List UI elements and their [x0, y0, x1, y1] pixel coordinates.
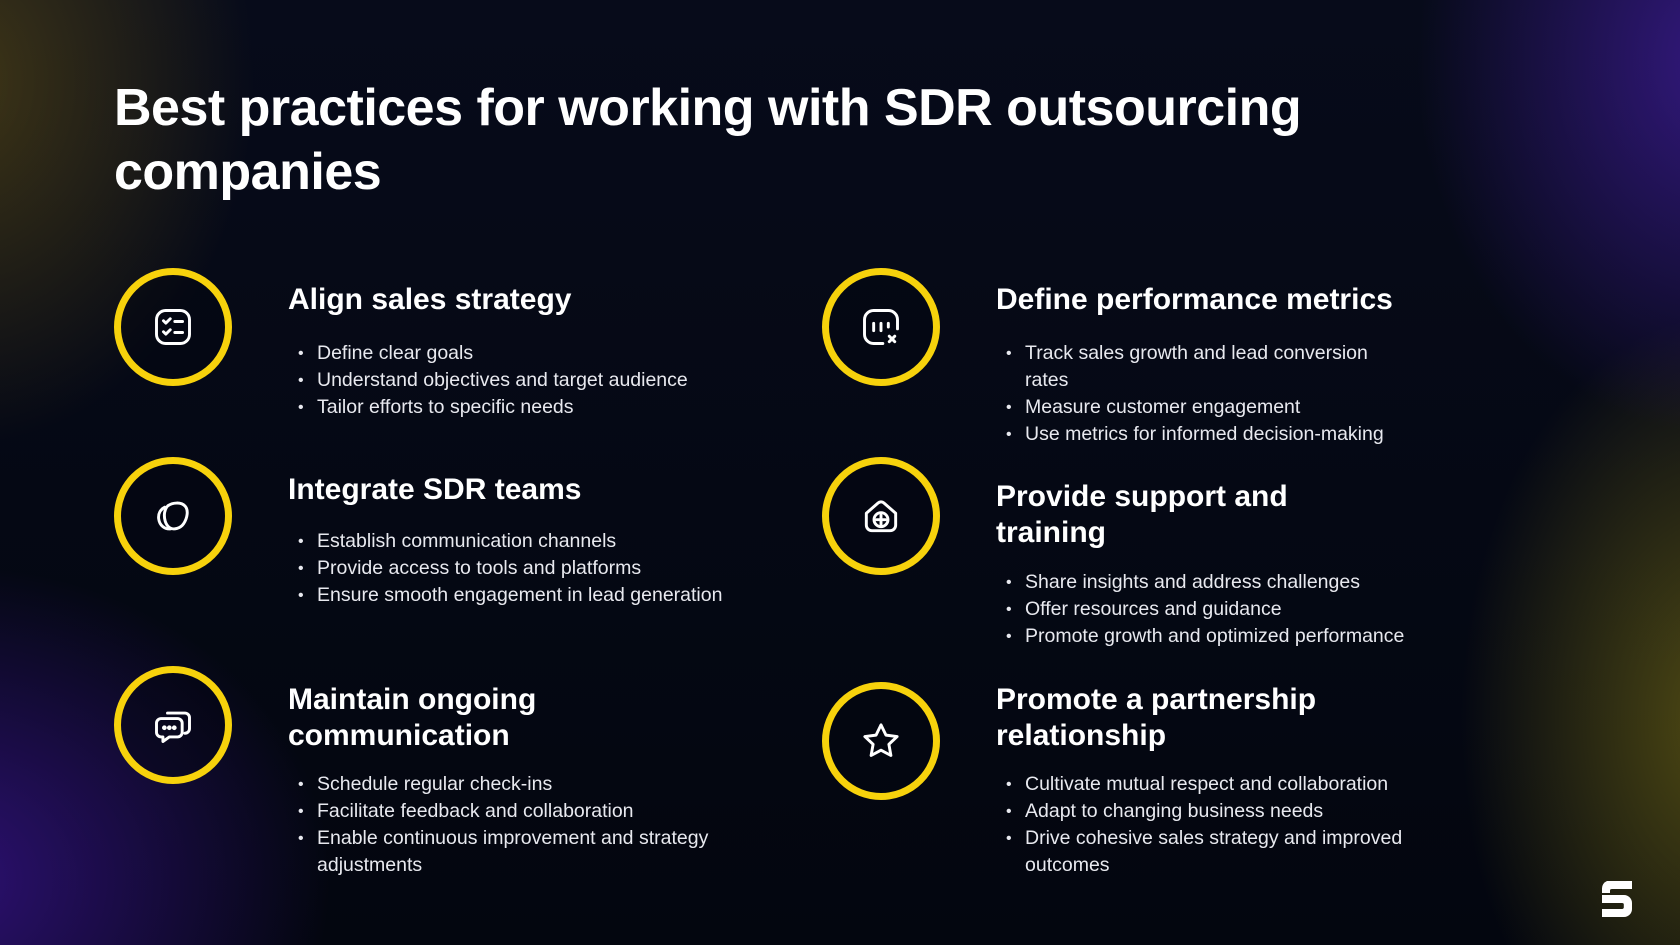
practice-card-promote-partnership-relationship: Promote a partnership relationship Culti…: [822, 682, 1422, 882]
practice-bullet: Adapt to changing business needs: [996, 798, 1416, 825]
practice-bullet-list: Define clear goals Understand objectives…: [288, 340, 728, 421]
practice-bullet: Schedule regular check-ins: [288, 771, 728, 798]
star-icon: [822, 682, 940, 800]
practice-card-maintain-ongoing-communication: Maintain ongoing communication Schedule …: [114, 666, 714, 886]
metrics-chart-icon: [822, 268, 940, 386]
practice-bullet: Provide access to tools and platforms: [288, 555, 728, 582]
practice-heading: Define performance metrics: [996, 283, 1393, 316]
support-box-icon: [822, 457, 940, 575]
practice-bullet: Ensure smooth engagement in lead generat…: [288, 582, 728, 609]
practice-bullet: Share insights and address challenges: [996, 569, 1456, 596]
brand-s-logo-icon: [1600, 880, 1634, 918]
practice-card-integrate-sdr-teams: Integrate SDR teams Establish communicat…: [114, 457, 722, 637]
practice-bullet: Cultivate mutual respect and collaborati…: [996, 771, 1416, 798]
practice-heading: Promote a partnership relationship: [996, 683, 1317, 752]
practice-bullet-list: Establish communication channels Provide…: [288, 528, 728, 609]
practice-bullet: Establish communication channels: [288, 528, 728, 555]
checklist-icon: [114, 268, 232, 386]
practice-bullet-list: Track sales growth and lead conversion r…: [996, 340, 1416, 448]
practice-heading: Provide support and training: [996, 480, 1288, 549]
practice-bullet: Understand objectives and target audienc…: [288, 367, 728, 394]
practice-bullet: Use metrics for informed decision-making: [996, 421, 1416, 448]
practice-bullet: Facilitate feedback and collaboration: [288, 798, 728, 825]
practice-bullet: Track sales growth and lead conversion r…: [996, 340, 1416, 394]
practice-bullet-list: Schedule regular check-ins Facilitate fe…: [288, 771, 728, 879]
overlapping-shapes-icon: [114, 457, 232, 575]
practice-bullet-list: Cultivate mutual respect and collaborati…: [996, 771, 1416, 879]
practice-heading: Maintain ongoing communication: [288, 683, 537, 752]
practice-card-provide-support-and-training: Provide support and training Share insig…: [822, 457, 1422, 657]
practice-bullet: Tailor efforts to specific needs: [288, 394, 728, 421]
practice-bullet: Offer resources and guidance: [996, 596, 1456, 623]
practice-heading: Align sales strategy: [288, 283, 572, 316]
practice-bullet-list: Share insights and address challenges Of…: [996, 569, 1456, 650]
practice-card-align-sales-strategy: Align sales strategy Define clear goals …: [114, 268, 714, 428]
practice-bullet: Promote growth and optimized performance: [996, 623, 1456, 650]
page-title: Best practices for working with SDR outs…: [114, 79, 1302, 201]
practice-bullet: Define clear goals: [288, 340, 728, 367]
chat-bubbles-icon: [114, 666, 232, 784]
practice-heading: Integrate SDR teams: [288, 473, 582, 506]
practice-bullet: Drive cohesive sales strategy and improv…: [996, 825, 1416, 879]
practice-card-define-performance-metrics: Define performance metrics Track sales g…: [822, 268, 1422, 448]
practice-bullet: Measure customer engagement: [996, 394, 1416, 421]
practice-bullet: Enable continuous improvement and strate…: [288, 825, 728, 879]
